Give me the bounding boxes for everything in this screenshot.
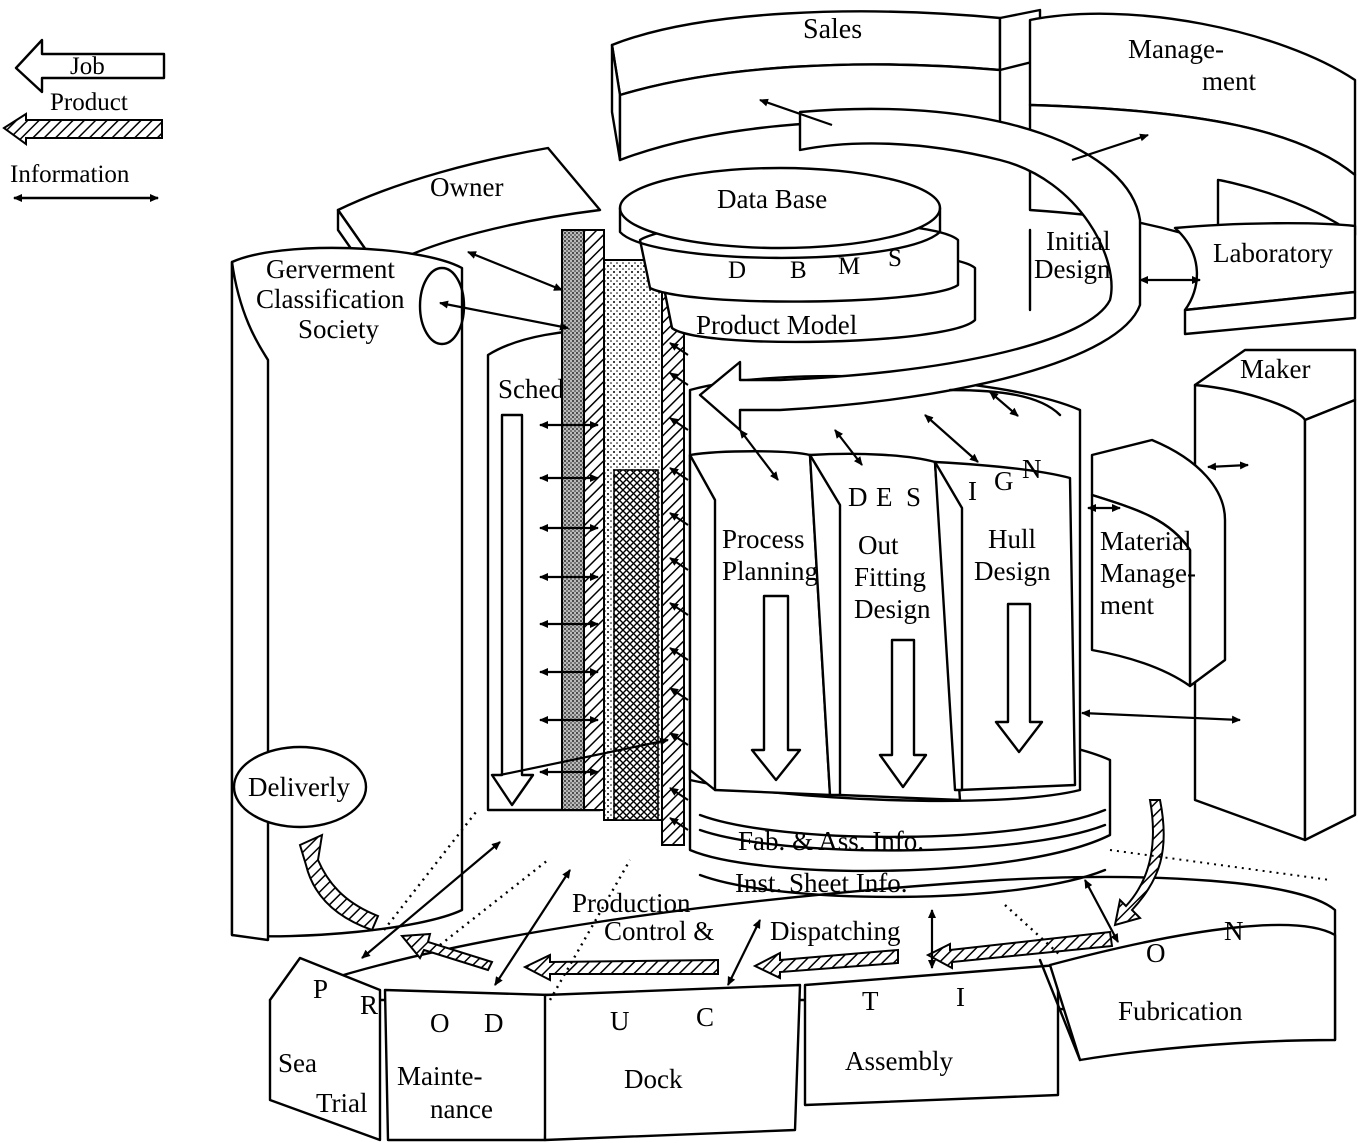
sea-trial-block — [268, 956, 382, 1142]
band-info-arrow — [669, 732, 689, 746]
job-arrow-icon — [14, 38, 166, 94]
legend: Job Product Information — [2, 38, 166, 202]
dbms-letter-d: D — [728, 257, 746, 284]
production-letter-d: D — [484, 1008, 504, 1038]
band-hatch-right — [661, 254, 685, 846]
production-letter-o2: O — [1146, 938, 1166, 968]
band-info-arrow — [669, 467, 689, 481]
band-info-arrow — [669, 817, 689, 831]
government-label-3: Society — [298, 314, 379, 344]
band-cross — [613, 469, 659, 821]
fabrication-block — [1048, 923, 1337, 1062]
material-label-2: Manage- — [1100, 558, 1196, 588]
hull-design-label-2: Design — [974, 556, 1051, 586]
band-info-arrow — [669, 417, 689, 431]
design-letter-d: D — [848, 482, 868, 512]
production-control-label-2: Control & — [604, 916, 714, 946]
central-core: Scheduling Data Base D B M S Product Mod… — [486, 107, 1142, 899]
process-planning-arrow-icon — [750, 594, 802, 782]
band-dense — [561, 229, 585, 811]
delivery-module: Deliverly — [232, 745, 380, 932]
maker-label: Maker — [1240, 354, 1310, 384]
process-planning-label-1: Process — [722, 524, 805, 554]
material-module: Material Manage- ment — [1090, 438, 1227, 688]
band-hatch — [583, 229, 605, 811]
assembly-label: Assembly — [845, 1046, 954, 1076]
government-label-2: Classification — [256, 284, 405, 314]
maker-module: Maker — [1193, 348, 1357, 842]
band-info-arrow — [669, 687, 689, 701]
sales-label: Sales — [803, 14, 862, 45]
band-info-arrows — [669, 342, 689, 831]
outfitting-label-3: Design — [854, 594, 931, 624]
database-label: Data Base — [717, 184, 827, 214]
management-label-1: Manage- — [1128, 34, 1224, 64]
initial-design-arrow-icon — [698, 107, 1142, 432]
laboratory-label: Laboratory — [1213, 238, 1333, 268]
band-info-arrow — [669, 512, 689, 526]
sea-trial-label-1: Sea — [278, 1048, 317, 1078]
production-letter-r: R — [360, 990, 378, 1020]
hull-design-label-1: Hull — [988, 524, 1036, 554]
dbms-letter-b: B — [790, 257, 807, 284]
dbms-letter-m: M — [838, 253, 860, 280]
assembly-block — [803, 963, 1060, 1107]
delivery-label: Deliverly — [248, 772, 350, 802]
fabrication-label: Fubrication — [1118, 996, 1243, 1026]
hull-design-block — [933, 460, 1077, 792]
dbms-letter-s: S — [888, 245, 902, 272]
production-letter-o: O — [430, 1008, 450, 1038]
fab-info-label: Fab. & Ass. Info. — [738, 826, 924, 856]
outfitting-label-2: Fitting — [854, 562, 926, 592]
production-letter-c: C — [696, 1002, 714, 1032]
scheduling-info-arrows — [539, 421, 599, 776]
legend-job-label: Job — [70, 53, 105, 80]
legend-information-label: Information — [10, 161, 130, 188]
product-model-label: Product Model — [696, 310, 857, 340]
design-letter-e: E — [876, 482, 893, 512]
government-label-1: Gerverment — [266, 254, 395, 284]
dock-block — [543, 983, 802, 1142]
process-planning-label-2: Planning — [722, 556, 818, 586]
management-label-2: ment — [1202, 66, 1256, 96]
dotted-lines — [383, 811, 1331, 1001]
band-info-arrow — [669, 557, 689, 571]
production-letter-u: U — [610, 1006, 630, 1036]
design-letter-i: I — [968, 476, 977, 506]
inst-info-label: Inst. Sheet Info. — [735, 868, 907, 898]
design-letter-n: N — [1022, 454, 1042, 484]
production-letter-i: I — [956, 982, 965, 1012]
band-info-arrow — [669, 342, 689, 356]
initial-design-label-1: Initial — [1046, 226, 1110, 256]
design-letter-g: G — [994, 466, 1014, 496]
production-letter-t: T — [862, 986, 879, 1016]
initial-design-label-2: Design — [1034, 254, 1111, 284]
dock-label: Dock — [624, 1064, 683, 1094]
legend-product-label: Product — [50, 89, 128, 116]
band-info-arrow — [669, 647, 689, 661]
band-info-arrow — [669, 602, 689, 616]
production-letter-p: P — [313, 974, 328, 1004]
production-letter-n: N — [1224, 916, 1244, 946]
dispatching-label: Dispatching — [770, 916, 900, 946]
band-info-arrow — [669, 372, 689, 386]
design-letter-s: S — [906, 482, 921, 512]
outfitting-arrow-icon — [878, 638, 928, 789]
outfitting-label-1: Out — [858, 530, 899, 560]
material-label-1: Material — [1100, 526, 1191, 556]
maintenance-label-2: nance — [430, 1094, 493, 1124]
information-arrows — [361, 98, 1249, 986]
production-control-label-1: Production — [572, 888, 691, 918]
material-label-3: ment — [1100, 590, 1154, 620]
laboratory-module: Laboratory — [1173, 222, 1357, 336]
hull-design-arrow-icon — [994, 602, 1044, 754]
government-module: Gerverment Classification Society — [230, 246, 466, 942]
maintenance-label-1: Mainte- — [397, 1061, 482, 1091]
band-info-arrow — [669, 787, 689, 801]
product-arrow-icon — [2, 112, 163, 146]
sea-trial-label-2: Trial — [316, 1088, 368, 1118]
owner-label: Owner — [430, 172, 503, 202]
